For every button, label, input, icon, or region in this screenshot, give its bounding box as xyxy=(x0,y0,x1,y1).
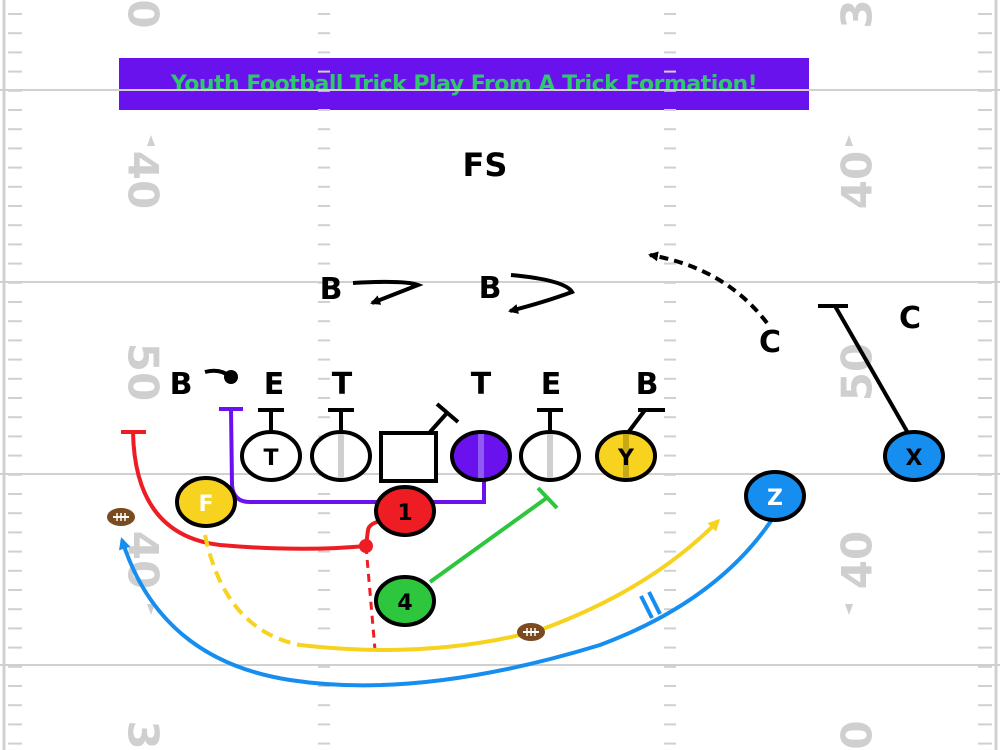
route-red-dashed xyxy=(364,545,377,651)
defense-linebacker-left: B xyxy=(320,272,343,307)
routes xyxy=(119,251,914,688)
yard-numbers: 0 40 50 40 3 3 40 50 40 0 xyxy=(119,0,882,750)
defense-route-lb-left xyxy=(352,279,424,305)
player-tight-end-label: Y xyxy=(617,446,635,471)
route-blue-hash-1 xyxy=(639,595,654,619)
player-split-end-label: X xyxy=(906,446,923,471)
direction-arrow-right-top xyxy=(845,135,853,146)
defense-linebacker-right: B xyxy=(479,271,502,306)
player-flanker xyxy=(744,470,806,522)
defense-free-safety: FS xyxy=(463,146,508,184)
route-purple xyxy=(229,408,486,504)
football-icon xyxy=(517,623,545,641)
defense-line-3: T xyxy=(332,367,353,402)
yard-number-right-4: 40 xyxy=(833,531,882,589)
defense: FS B B C C B E T T E B xyxy=(170,146,921,402)
yard-number-left-4: 40 xyxy=(119,531,168,589)
defense-corner-right: C xyxy=(899,301,921,336)
football-icon xyxy=(107,508,135,526)
yard-number-right-1: 3 xyxy=(833,0,882,29)
defense-route-cb-dashed xyxy=(648,251,769,325)
yard-number-left-2: 40 xyxy=(119,151,168,209)
player-left-tackle xyxy=(240,430,302,482)
yard-number-left-3: 50 xyxy=(119,343,168,401)
defense-line-6: B xyxy=(636,367,659,402)
route-green xyxy=(428,495,550,584)
route-yellow-dashed xyxy=(203,534,301,647)
defense-line-2: E xyxy=(264,367,285,402)
yard-number-right-2: 40 xyxy=(833,151,882,209)
player-split-end xyxy=(883,430,945,482)
player-fullback-label: F xyxy=(198,492,213,517)
defense-route-lb-right xyxy=(508,273,575,314)
title-text: Youth Football Trick Play From A Trick F… xyxy=(170,71,758,97)
player-center xyxy=(379,431,438,483)
yard-number-right-5: 0 xyxy=(833,720,882,749)
yard-number-left-5: 3 xyxy=(119,720,168,749)
direction-arrow-right-bottom xyxy=(845,604,853,615)
block-stem-y xyxy=(625,408,647,436)
player-quarterback-label: 1 xyxy=(397,501,412,526)
player-running-back xyxy=(374,575,436,627)
direction-arrow-left-top xyxy=(147,135,155,146)
defense-line-5: E xyxy=(541,367,562,402)
defense-line-4: T xyxy=(471,367,492,402)
yard-number-left-1: 0 xyxy=(119,0,168,29)
player-running-back-label: 4 xyxy=(397,591,412,616)
direction-arrow-left-bottom xyxy=(147,604,155,615)
player-left-tackle-label: T xyxy=(263,446,278,471)
block-cap-c xyxy=(435,402,460,424)
title-banner: Youth Football Trick Play From A Trick F… xyxy=(119,58,809,110)
route-green-block-cap xyxy=(536,486,559,510)
route-blue xyxy=(119,513,777,688)
offense: T Y X Z 1 F xyxy=(175,430,945,627)
defense-corner-left: C xyxy=(759,325,781,360)
defense-route-b-left-dot xyxy=(224,370,238,384)
route-blue-hash-2 xyxy=(647,591,662,615)
route-red xyxy=(131,431,367,551)
player-flanker-label: Z xyxy=(767,486,783,511)
player-fullback xyxy=(175,476,237,528)
player-quarterback xyxy=(374,485,436,537)
defense-line-1: B xyxy=(170,367,193,402)
block-stem-c xyxy=(428,411,449,434)
route-x xyxy=(833,305,914,441)
